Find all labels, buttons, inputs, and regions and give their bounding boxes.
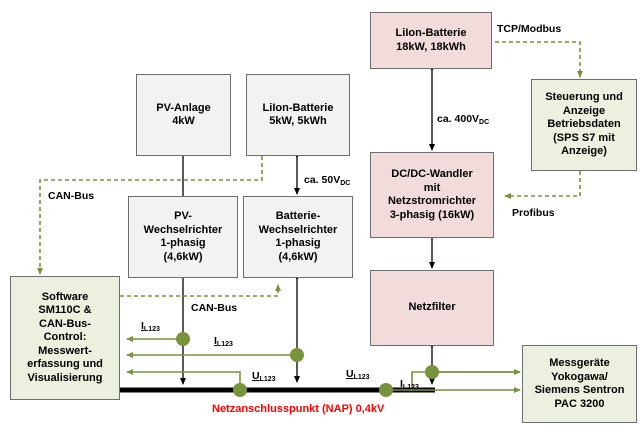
steuerung-box-line-5: Anzeige): [561, 145, 607, 158]
netzfilter-box-line-1: Netzfilter: [408, 301, 456, 314]
battery-inverter-box-line-1: Batterie-: [275, 210, 321, 222]
lilon-battery-small-box-line-2: 5kW, 5kWh: [269, 115, 327, 127]
steuerung-box-line-2: Anzeige: [562, 104, 606, 117]
dcdc-converter-box-line-2: mit: [423, 181, 441, 194]
lilon-battery-big-box-line-2: 18kW, 18kWh: [396, 40, 466, 53]
software-box-line-7: Visualisierung: [27, 371, 103, 384]
messgeraete-box-line-2: Yokogawa/: [551, 370, 608, 383]
lilon-battery-small-box-line-1: LiIon-Batterie: [262, 101, 334, 114]
current-batt-label: IL123: [214, 335, 233, 348]
pv-inverter-box-line-4: (4,6kW): [163, 250, 203, 263]
messgeraete-box-line-4: PAC 3200: [554, 397, 605, 410]
node-i-batt: [290, 348, 304, 362]
netzfilter-box: Netzfilter: [370, 270, 494, 346]
line-tcp-modbus: [495, 41, 583, 78]
lilon-battery-big-box-line-1: LiIon-Batterie: [395, 27, 467, 39]
can-bus-left-label: CAN-Bus: [48, 190, 95, 202]
current-pv-label: IL123: [141, 320, 160, 333]
line-profibus: [504, 171, 581, 199]
software-box-line-5: Messwert-: [38, 344, 92, 357]
voltage-400-label: ca. 400VDC: [437, 113, 490, 126]
steuerung-box-line-4: (SPS S7 mit: [553, 131, 615, 144]
voltage-50-label: ca. 50VDC: [304, 174, 351, 187]
pv-anlage-box-line-2: 4kW: [172, 115, 195, 127]
pv-inverter-box-line-2: Wechselrichter: [143, 223, 223, 236]
nap-label: Netzanschlusspunkt (NAP) 0,4kV: [212, 403, 385, 415]
node-i-netz: [425, 365, 439, 379]
current-netz-label: IL123: [400, 378, 419, 391]
battery-inverter-box-line-2: Wechselrichter: [258, 223, 338, 236]
battery-inverter-box-line-3: 1-phasig: [275, 237, 321, 249]
software-box-line-2: SM110C &: [38, 304, 92, 317]
messgeraete-box-line-1: Messgeräte: [549, 357, 610, 369]
software-box-line-1: Software: [41, 290, 89, 303]
line-can-bus-mid: [120, 284, 281, 297]
tcp-modbus-label: TCP/Modbus: [497, 23, 562, 35]
profibus-label: Profibus: [512, 207, 555, 219]
pv-inverter-box-line-3: 1-phasig: [160, 237, 206, 249]
steuerung-box-line-3: Betriebsdaten: [547, 118, 621, 131]
voltage-right-label: UL123: [346, 368, 370, 381]
battery-inverter-box-line-4: (4,6kW): [278, 250, 318, 263]
software-box-line-4: Control:: [43, 331, 87, 344]
node-i-pv: [176, 332, 190, 346]
dcdc-converter-box-line-3: Netzstromrichter: [387, 195, 477, 207]
can-bus-mid-label: CAN-Bus: [191, 302, 238, 314]
node-u-right: [379, 383, 393, 397]
pv-inverter-box-line-1: PV-: [174, 210, 192, 222]
pv-anlage-box-line-1: PV-Anlage: [156, 101, 211, 114]
software-box-line-3: CAN-Bus-: [39, 317, 91, 330]
software-box-line-6: erfassung und: [27, 358, 103, 371]
node-u-left: [233, 383, 247, 397]
steuerung-box-line-1: Steuerung und: [545, 91, 623, 104]
dcdc-converter-box-line-4: 3-phasig (16kW): [389, 208, 475, 221]
line-can-bus-left: [37, 156, 263, 275]
dcdc-converter-box-line-1: DC/DC-Wandler: [391, 168, 473, 180]
messgeraete-box-line-3: Siemens Sentron: [534, 384, 625, 396]
voltage-left-label: UL123: [252, 370, 276, 383]
